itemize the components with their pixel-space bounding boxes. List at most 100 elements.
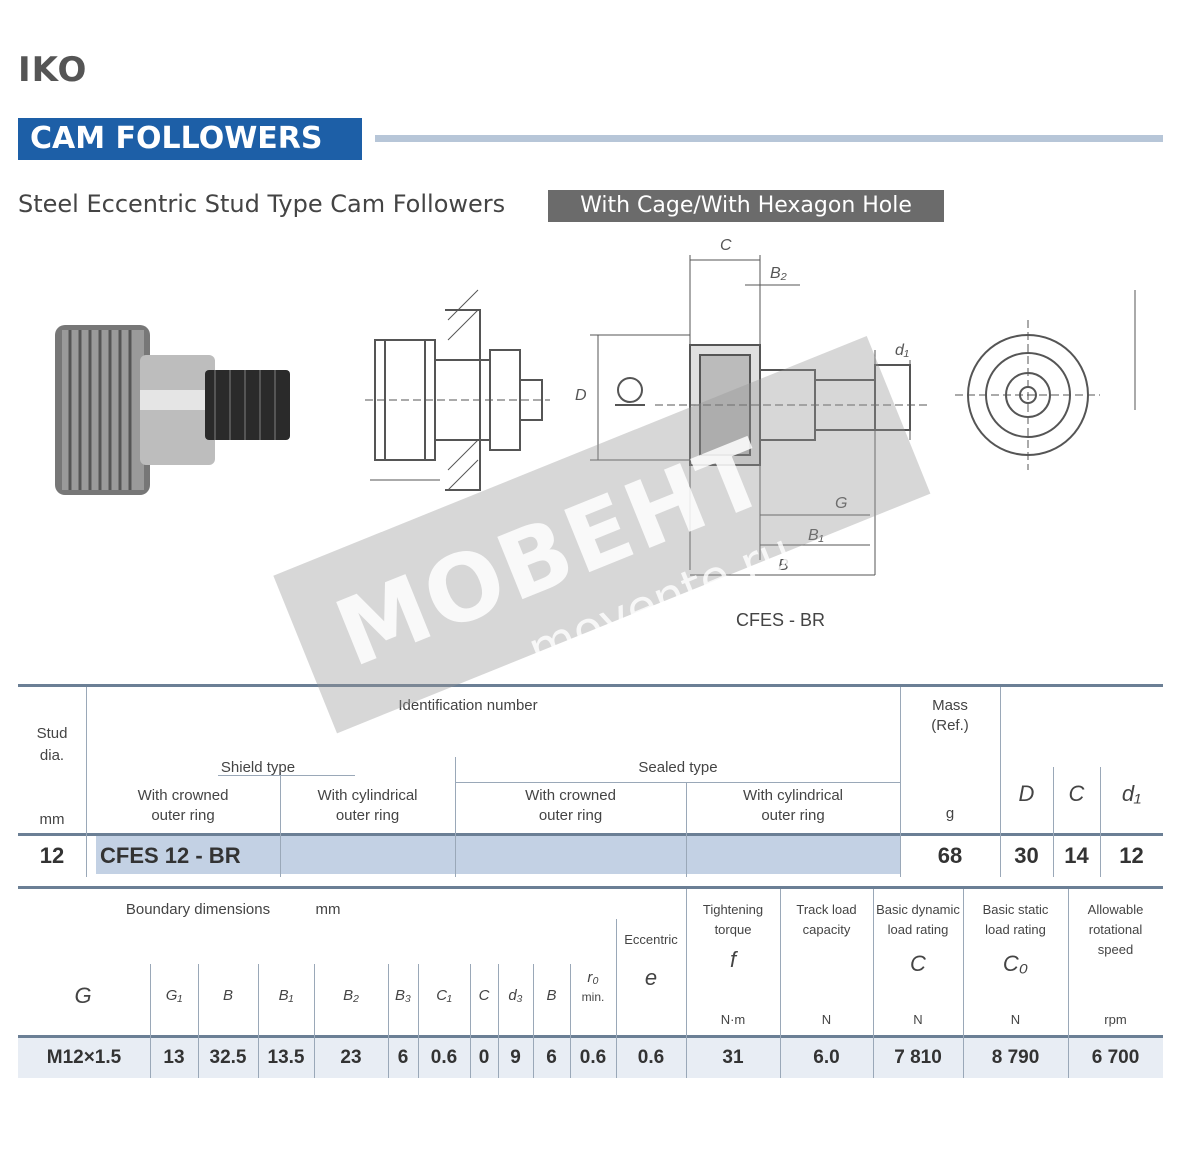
header-b2: B₂ xyxy=(343,987,359,1004)
dim-label-d: D xyxy=(575,387,587,404)
header-d1: d₁ xyxy=(1121,781,1142,806)
header-speed-unit: rpm xyxy=(1104,1012,1127,1027)
cell-r: 0.6 xyxy=(579,1047,607,1068)
technical-drawings: C B₂ d₁ D G B₁ B xyxy=(55,237,1136,576)
header-shield-crowned-2: outer ring xyxy=(151,807,215,824)
subtitle-badge: With Cage/With Hexagon Hole xyxy=(548,190,944,222)
section-title: CAM FOLLOWERS xyxy=(18,118,362,160)
header-dynamic-2: load rating xyxy=(887,922,949,937)
header-torque-1: Tightening xyxy=(702,902,764,917)
header-dynamic-c: C xyxy=(910,951,926,976)
header-mass-unit: g xyxy=(945,805,955,822)
dim-label-b2: B₂ xyxy=(770,265,787,282)
header-track-load-2: capacity xyxy=(802,922,851,937)
product-photo xyxy=(55,325,290,495)
header-boundary-dimensions: Boundary dimensions xyxy=(125,901,271,918)
cell-g: M12×1.5 xyxy=(46,1047,122,1068)
header-track-load-1: Track load xyxy=(796,902,857,917)
header-sealed-cyl-2: outer ring xyxy=(761,807,825,824)
mounting-drawing xyxy=(365,289,550,491)
dim-label-d1: d₁ xyxy=(895,342,909,359)
header-c: C xyxy=(1068,781,1085,806)
header-static-1: Basic static xyxy=(982,902,1049,917)
header-b: B xyxy=(222,987,233,1004)
cross-section-drawing xyxy=(590,255,930,576)
header-mass-2: (Ref.) xyxy=(931,717,969,734)
header-d3: d₃ xyxy=(508,987,523,1004)
table-header-rule xyxy=(18,1035,1163,1038)
header-shield-type: Shield type xyxy=(220,759,296,776)
cell-b4: 6 xyxy=(546,1047,557,1068)
header-dynamic-1: Basic dynamic xyxy=(876,902,960,917)
dim-label-b: B xyxy=(778,557,789,574)
cell-d1: 12 xyxy=(1119,843,1144,868)
table-header-rule xyxy=(18,833,1163,836)
header-e: e xyxy=(644,965,658,990)
cell-d: 30 xyxy=(1014,843,1039,868)
header-d: D xyxy=(1018,781,1035,806)
cell-g1: 13 xyxy=(163,1047,185,1068)
dim-label-g: G xyxy=(835,495,847,512)
header-identification: Identification number xyxy=(398,697,538,714)
header-sealed-crowned-2: outer ring xyxy=(538,807,603,824)
header-eccentric: Eccentric xyxy=(624,932,678,947)
cell-torque: 31 xyxy=(722,1047,744,1068)
header-torque-2: torque xyxy=(714,922,752,937)
header-static-unit: N xyxy=(1010,1012,1021,1027)
cell-c1: 0.6 xyxy=(430,1047,458,1068)
header-shield-cyl-2: outer ring xyxy=(335,807,400,824)
brand-logo: IKO xyxy=(18,50,88,90)
cell-identification: CFES 12 - BR xyxy=(100,843,241,868)
header-shield-cyl-1: With cylindrical xyxy=(317,787,418,804)
cell-b: 32.5 xyxy=(209,1047,247,1068)
header-b3: B₃ xyxy=(395,987,411,1004)
cell-d3: 9 xyxy=(510,1047,521,1068)
data-row-background xyxy=(18,1038,1163,1078)
cell-b1: 13.5 xyxy=(267,1047,305,1068)
header-speed-1: Allowable xyxy=(1087,902,1144,917)
header-b4: B xyxy=(546,987,557,1004)
header-r-min: min. xyxy=(581,990,605,1004)
header-static-c0: C₀ xyxy=(1002,951,1029,976)
header-torque-f: f xyxy=(729,947,737,972)
header-sealed-cyl-1: With cylindrical xyxy=(742,787,844,804)
cell-c2: 0 xyxy=(478,1047,490,1068)
cell-e: 0.6 xyxy=(637,1047,665,1068)
end-view-drawing xyxy=(955,290,1136,470)
cell-mass: 68 xyxy=(937,843,963,868)
subtitle: Steel Eccentric Stud Type Cam Followers xyxy=(18,190,506,218)
section-rule xyxy=(375,135,1163,142)
header-dynamic-unit: N xyxy=(913,1012,923,1027)
header-static-2: load rating xyxy=(985,922,1046,937)
header-stud-dia-unit: mm xyxy=(39,811,65,828)
header-sealed-type: Sealed type xyxy=(638,759,718,776)
header-shield-crowned-1: With crowned xyxy=(137,787,229,804)
header-r: r₀ xyxy=(587,969,599,986)
cell-b2: 23 xyxy=(340,1047,362,1068)
dim-label-b1: B₁ xyxy=(808,527,824,544)
cell-speed: 6 700 xyxy=(1091,1047,1140,1068)
header-sealed-crowned-1: With crowned xyxy=(525,787,616,804)
header-track-load-unit: N xyxy=(821,1012,832,1027)
identification-table: Stud dia. mm Identification number Shiel… xyxy=(18,684,1163,879)
header-b1: B₁ xyxy=(278,987,294,1004)
cell-stud-dia: 12 xyxy=(39,843,65,868)
header-stud-dia-2: dia. xyxy=(39,747,65,764)
header-boundary-unit: mm xyxy=(315,901,341,918)
cell-track-load: 6.0 xyxy=(813,1047,840,1068)
header-g1: G₁ xyxy=(165,987,183,1004)
cell-static-load: 8 790 xyxy=(991,1047,1040,1068)
highlighted-row xyxy=(96,836,900,874)
dim-label-c: C xyxy=(720,237,732,254)
cell-c: 14 xyxy=(1064,843,1089,868)
header-torque-unit: N·m xyxy=(720,1012,746,1027)
cell-b3: 6 xyxy=(397,1047,409,1068)
header-c2: C xyxy=(478,987,490,1004)
drawing-label: CFES - BR xyxy=(736,610,826,630)
header-mass-1: Mass xyxy=(932,697,968,714)
header-c1: C₁ xyxy=(436,987,452,1004)
header-speed-2: rotational xyxy=(1088,922,1143,937)
cell-dynamic-load: 7 810 xyxy=(894,1047,942,1068)
header-stud-dia-1: Stud xyxy=(36,725,68,742)
header-speed-3: speed xyxy=(1097,942,1134,957)
